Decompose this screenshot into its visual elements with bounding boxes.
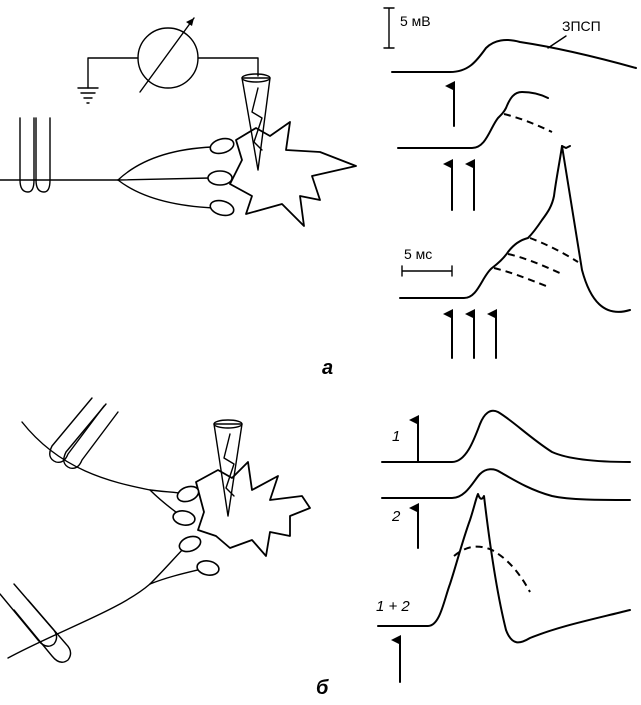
panel-b-schematic: б — [0, 397, 329, 699]
trace-two-epsps — [397, 91, 549, 149]
panel-b-traces: 1 2 1 + 2 — [376, 409, 631, 683]
synaptic-boutons-a — [207, 137, 235, 217]
panel-a-traces: 5 мВ ЗПСП 5 мс — [383, 7, 637, 359]
trace-label-sum: 1 + 2 — [376, 598, 410, 615]
time-scale-bar: 5 мс — [401, 246, 453, 277]
stimulating-electrode-a — [19, 117, 51, 193]
postsynaptic-neuron-b — [195, 461, 311, 557]
epsp-label-leader — [547, 35, 567, 49]
synaptic-boutons-b — [172, 485, 220, 576]
electrode-wire — [197, 57, 259, 77]
panel-a-schematic: а — [0, 17, 357, 379]
trace-spike-peak — [561, 145, 571, 149]
ground-icon — [77, 87, 99, 104]
trace-label-1: 1 — [392, 428, 400, 445]
time-scale-label: 5 мс — [404, 246, 432, 262]
voltage-scale-label: 5 мВ — [400, 13, 431, 29]
trace-single-epsp — [391, 39, 637, 73]
trace-summed-subthreshold — [453, 545, 531, 593]
trace-three-decay-1 — [493, 267, 547, 287]
trace-summed — [377, 493, 631, 644]
trace-label-2: 2 — [391, 508, 401, 525]
presynaptic-axon-b1 — [21, 421, 187, 519]
postsynaptic-neuron-a — [229, 121, 357, 227]
microelectrode-b — [213, 419, 243, 517]
trace-input-2 — [381, 468, 631, 501]
panel-a-label: а — [322, 357, 333, 379]
presynaptic-axon-a — [0, 146, 215, 209]
presynaptic-axon-b2 — [7, 543, 207, 659]
voltage-scale-bar: 5 мВ — [383, 7, 431, 49]
trace-three-decay-3 — [529, 237, 579, 263]
ground-wire — [87, 57, 139, 89]
voltmeter-icon — [137, 27, 199, 89]
trace-two-epsps-decay — [503, 113, 553, 133]
panel-b-label: б — [316, 677, 329, 699]
recording-circuit — [77, 17, 259, 104]
trace-three-decay-2 — [507, 253, 563, 275]
stimulating-electrode-b2 — [0, 583, 72, 663]
microelectrode-a — [241, 73, 271, 171]
trace-input-1 — [381, 409, 631, 463]
voltmeter-needle-icon — [139, 17, 195, 93]
epsp-label: ЗПСП — [562, 18, 601, 34]
trace-three-epsps-spike — [399, 145, 631, 313]
